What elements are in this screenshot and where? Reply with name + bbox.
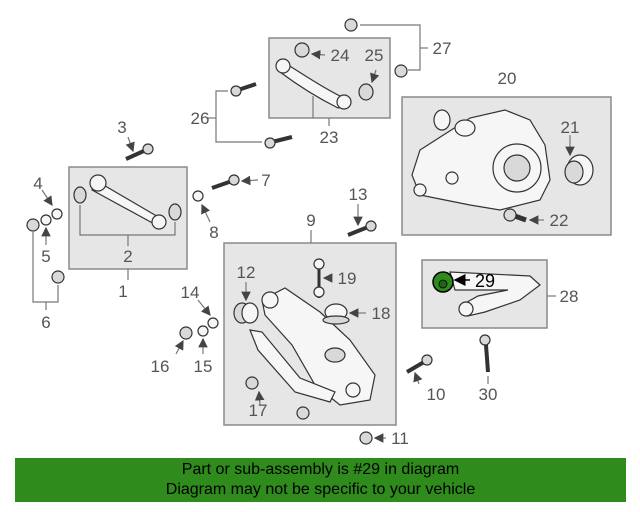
callout-27: 27 [433, 39, 452, 58]
callout-2: 2 [123, 247, 132, 266]
bump-stop-18 [322, 303, 350, 325]
bolt-10 [405, 354, 433, 374]
callout-15: 15 [194, 357, 213, 376]
bolt-3 [125, 143, 154, 161]
callout-23: 23 [320, 128, 339, 147]
callout-6: 6 [41, 313, 50, 332]
callout-25: 25 [365, 46, 384, 65]
callout-21: 21 [561, 118, 580, 137]
bushing-29-highlighted [432, 271, 454, 293]
callout-20: 20 [498, 69, 517, 88]
knuckle-20 [411, 109, 551, 211]
callout-29: 29 [475, 271, 495, 291]
callout-24: 24 [331, 46, 350, 65]
banner-line-1: Part or sub-assembly is #29 in diagram [181, 461, 460, 478]
bolt-13 [347, 220, 377, 237]
callout-4: 4 [33, 174, 42, 193]
callout-17: 17 [249, 401, 268, 420]
stabilizer-link-19 [313, 258, 325, 298]
callout-19: 19 [338, 269, 357, 288]
control-arm-2 [73, 174, 182, 230]
bushing-12 [233, 302, 259, 324]
callout-13: 13 [349, 185, 368, 204]
nut-11 [359, 431, 373, 445]
nut-17 [245, 376, 310, 420]
callout-10: 10 [427, 385, 446, 404]
callout-14: 14 [181, 283, 200, 302]
banner-line-2: Diagram may not be specific to your vehi… [165, 481, 476, 498]
callout-30: 30 [479, 385, 498, 404]
callout-7: 7 [261, 171, 270, 190]
callout-22: 22 [550, 211, 569, 230]
bolt-26 [230, 82, 293, 149]
callout-18: 18 [372, 304, 391, 323]
callout-3: 3 [117, 118, 126, 137]
bolt-30 [479, 334, 491, 373]
callout-9: 9 [306, 211, 315, 230]
callout-12: 12 [237, 263, 256, 282]
callout-16: 16 [151, 357, 170, 376]
callout-28: 28 [560, 287, 579, 306]
bolt-7 [211, 174, 240, 190]
callout-8: 8 [209, 223, 218, 242]
washer-8 [192, 190, 204, 202]
bushing-21 [564, 154, 594, 186]
washers-14-16 [179, 317, 219, 340]
callout-5: 5 [41, 247, 50, 266]
callout-26: 26 [191, 109, 210, 128]
bolt-22 [503, 208, 527, 223]
callout-11: 11 [391, 429, 409, 448]
info-banner: Part or sub-assembly is #29 in diagram D… [15, 458, 626, 502]
upper-link-23 [275, 42, 374, 110]
group-box-1 [68, 166, 188, 270]
lower-arm-9 [249, 287, 376, 406]
washer-parts-left [26, 208, 65, 284]
nut-27 [344, 18, 408, 78]
callout-1: 1 [118, 282, 127, 301]
trailing-link-28 [449, 271, 541, 317]
